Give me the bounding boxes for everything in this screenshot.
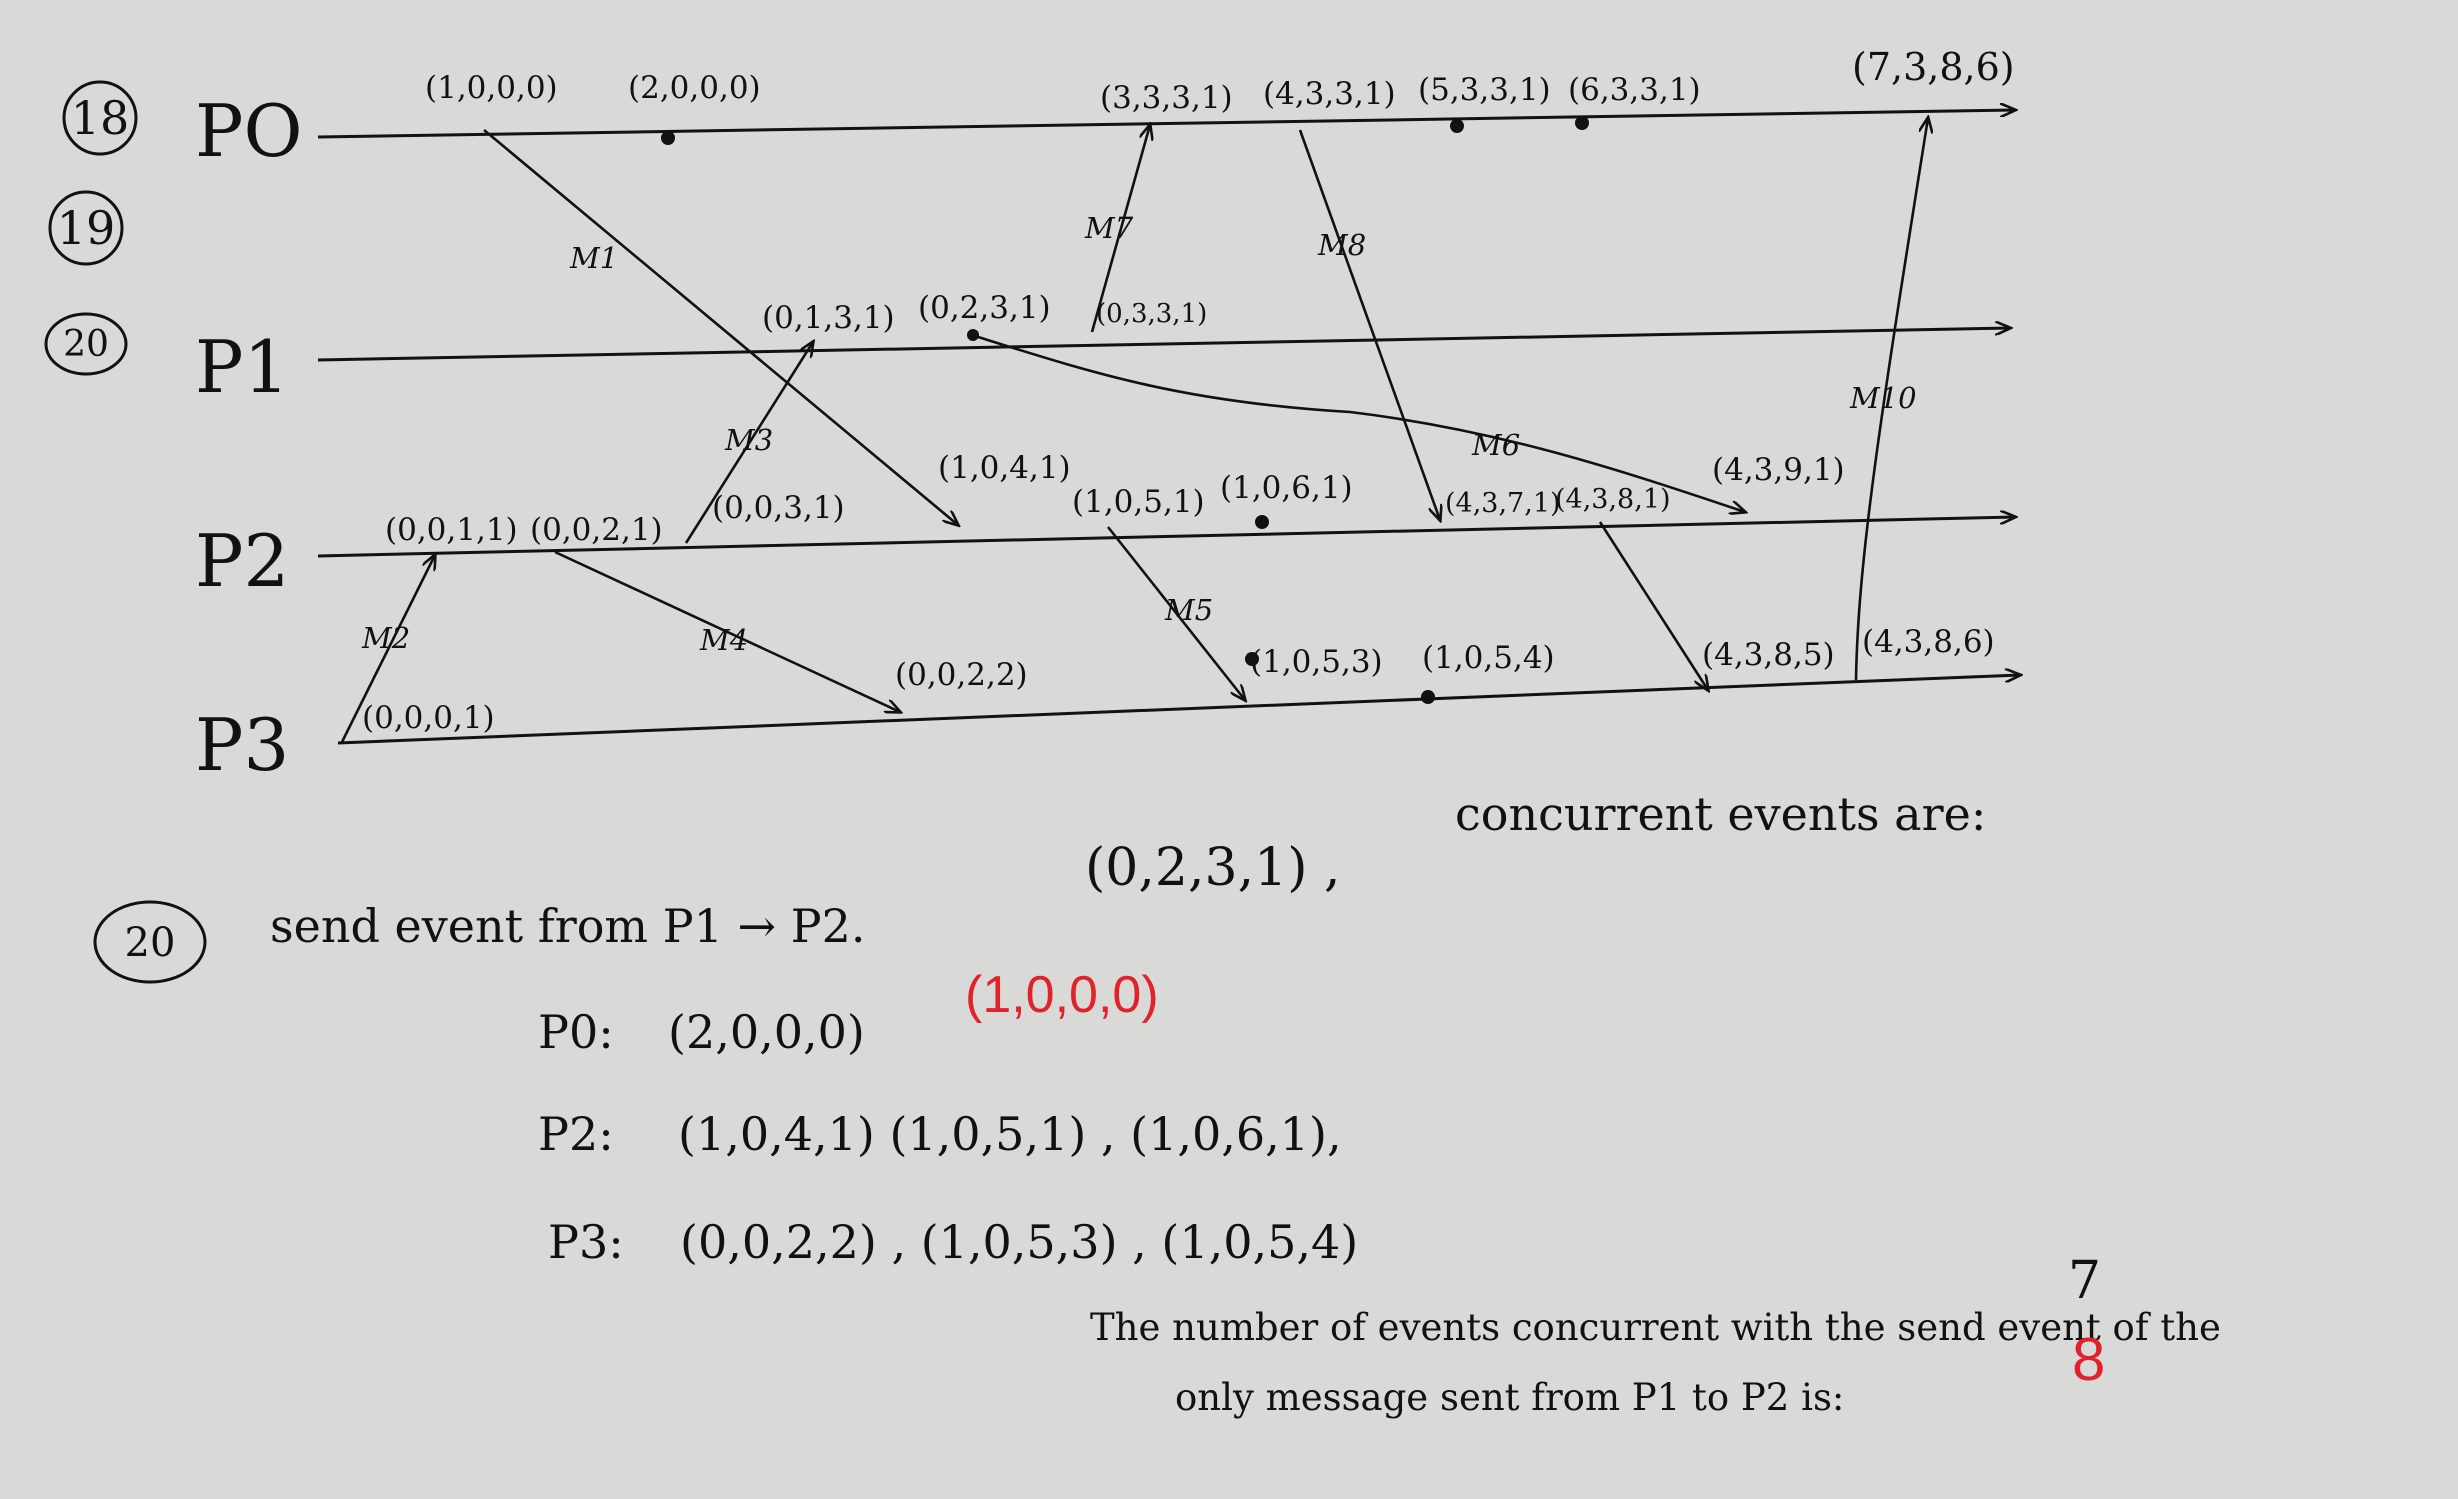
send-event-vector: (0,2,3,1) ,	[1085, 838, 1341, 898]
handwritten-count: 7	[2068, 1251, 2101, 1311]
message-arrow-m6	[974, 334, 1745, 512]
vector-clock-label: (1,0,4,1)	[938, 450, 1071, 486]
vector-clock-label: (4,3,8,1)	[1555, 484, 1671, 515]
vector-clock-label: (4,3,7,1)	[1445, 488, 1561, 519]
vector-clock-label: (1,0,5,4)	[1422, 640, 1555, 676]
vector-clock-label: (1,0,0,0)	[425, 70, 558, 106]
vector-clock-label: (2,0,0,0)	[628, 70, 761, 106]
message-label-m2: M2	[361, 621, 410, 655]
concurrent-row-values-p3: (0,0,2,2) , (1,0,5,3) , (1,0,5,4)	[680, 1215, 1358, 1269]
concurrent-row-values-p2: (1,0,4,1) (1,0,5,1) , (1,0,6,1),	[678, 1107, 1342, 1161]
question-number-18: 18	[62, 80, 138, 156]
vector-clock-label: (0,2,3,1)	[918, 290, 1051, 326]
message-arrow-m3	[684, 342, 813, 544]
send-event-intro: send event from P1 → P2.	[270, 899, 865, 953]
vector-clock-label: (0,0,2,2)	[895, 657, 1028, 693]
timeline-p3	[337, 675, 2020, 745]
vector-clock-label: (4,3,9,1)	[1712, 452, 1845, 488]
concurrent-row-label-p2: P2:	[538, 1107, 614, 1161]
question-number-20: 20	[44, 312, 128, 376]
timeline-p1	[317, 328, 2010, 362]
svg-text:19: 19	[57, 201, 116, 255]
vector-clock-label: (4,3,8,6)	[1862, 624, 1995, 660]
vector-clock-label: (6,3,3,1)	[1568, 72, 1701, 108]
concurrent-heading: concurrent events are:	[1455, 787, 1986, 841]
vector-clock-label: (7,3,8,6)	[1852, 45, 2015, 89]
process-label-p3: P3	[195, 703, 289, 787]
vector-clock-label: (0,0,1,1)	[385, 512, 518, 548]
question-number-19: 19	[48, 190, 124, 266]
timeline-p2	[317, 517, 2015, 558]
process-label-p2: P2	[195, 519, 289, 603]
corrected-count: 8	[2072, 1326, 2105, 1393]
vector-clock-label: (0,3,3,1)	[1096, 299, 1207, 329]
message-arrow-m1	[483, 129, 958, 525]
message-arrow-m8	[1298, 129, 1440, 520]
vector-clock-label: (5,3,3,1)	[1418, 72, 1551, 108]
process-label-p1: P1	[195, 325, 289, 409]
message-label-m8: M8	[1317, 228, 1366, 262]
svg-text:18: 18	[71, 91, 130, 145]
event-dots	[661, 116, 1589, 704]
answer-number-20: 20	[93, 900, 207, 984]
vector-clock-label: (3,3,3,1)	[1100, 80, 1233, 116]
message-arrow-m4	[554, 550, 900, 712]
message-arrow-p2-to-p3	[1598, 521, 1708, 690]
message-label-m3: M3	[724, 423, 773, 457]
conclusion-line-1: The number of events concurrent with the…	[1090, 1306, 2221, 1349]
message-label-m10: M10	[1849, 381, 1917, 415]
concurrent-row-label-p3: P3:	[548, 1215, 624, 1269]
vector-clock-label: (4,3,3,1)	[1263, 76, 1396, 112]
vector-clock-label: (4,3,8,5)	[1702, 637, 1835, 673]
timeline-p0	[317, 110, 2015, 139]
red-correction-vector: (1,0,0,0)	[965, 966, 1159, 1024]
message-arrow-m2	[340, 555, 435, 743]
process-label-p0: PO	[195, 89, 302, 173]
concurrent-row-label-p0: P0:	[538, 1005, 614, 1059]
svg-text:20: 20	[63, 324, 109, 365]
vector-clock-label: (1,0,5,1)	[1072, 484, 1205, 520]
message-label-m4: M4	[699, 623, 748, 657]
message-arrow-m10	[1854, 118, 1928, 681]
svg-text:20: 20	[125, 920, 176, 966]
message-arrow-m7	[1090, 125, 1150, 333]
message-label-m1: M1	[569, 241, 618, 275]
concurrent-row-values-p0: (2,0,0,0)	[668, 1005, 865, 1059]
message-label-m7: M7	[1084, 211, 1134, 245]
vector-clock-label: (0,0,2,1)	[530, 512, 663, 548]
vector-clock-label: (1,0,6,1)	[1220, 470, 1353, 506]
vector-clock-label: (0,0,0,1)	[362, 700, 495, 736]
message-label-m5: M5	[1164, 593, 1213, 627]
conclusion-line-2: only message sent from P1 to P2 is:	[1175, 1376, 1844, 1419]
vector-clock-label: (0,1,3,1)	[762, 300, 895, 336]
message-arrow-m5	[1106, 526, 1245, 700]
vector-clock-label: (0,0,3,1)	[712, 490, 845, 526]
message-label-m6: M6	[1471, 428, 1520, 462]
vector-clock-label: (1,0,5,3)	[1250, 644, 1383, 680]
